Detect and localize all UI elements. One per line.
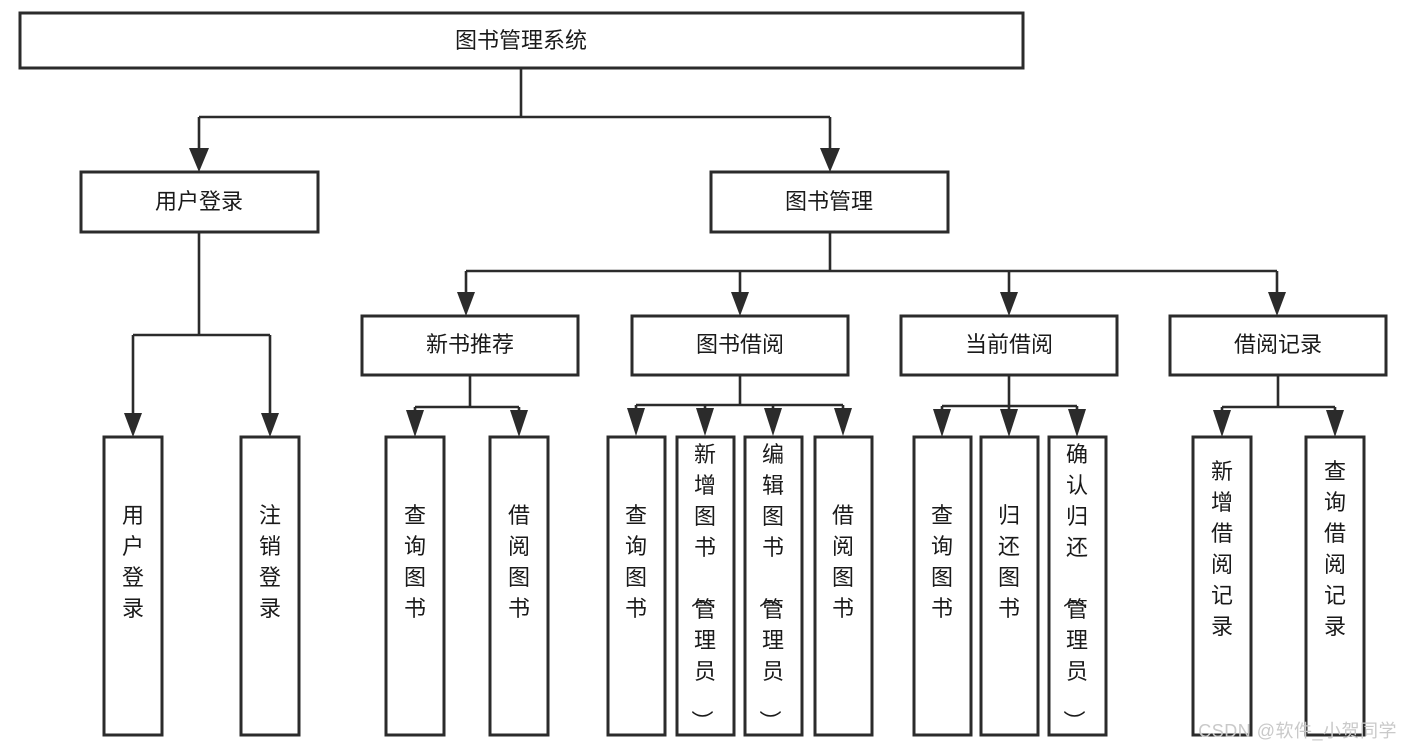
node-leaf-query-record[interactable]: 查询借阅记录 <box>1304 435 1366 737</box>
node-leaf-add-record[interactable]: 新增借阅记录 <box>1191 435 1253 737</box>
edge-group-new-book-recommend <box>406 375 528 437</box>
node-current-borrow-label: 当前借阅 <box>965 332 1053 357</box>
node-book-management[interactable]: 图书管理 <box>709 170 950 234</box>
arrow-head-leaf-add-book <box>696 408 714 436</box>
node-leaf-borrow-book-2-box[interactable] <box>813 435 874 737</box>
node-leaf-confirm-return[interactable]: 确认归还（管理员） <box>1047 435 1108 737</box>
arrow-head-new-book-recommend <box>457 292 475 316</box>
node-leaf-borrow-book-1-box[interactable] <box>488 435 550 737</box>
arrow-head-leaf-confirm-return <box>1068 409 1086 437</box>
arrow-head-leaf-borrow-book-1 <box>510 410 528 437</box>
arrow-head-leaf-query-book-2 <box>627 408 645 436</box>
node-borrow-record-label: 借阅记录 <box>1234 332 1322 357</box>
node-leaf-edit-book-label: 编辑图书（管理员） <box>757 442 784 732</box>
edge-group-current-borrow <box>933 375 1086 437</box>
arrow-head-current-borrow <box>1000 292 1018 316</box>
node-user-login[interactable]: 用户登录 <box>79 170 320 234</box>
node-leaf-query-book-1-box[interactable] <box>384 435 446 737</box>
node-leaf-query-book-3-box[interactable] <box>912 435 973 737</box>
node-leaf-add-record-box[interactable] <box>1191 435 1253 737</box>
node-new-book-recommend-box[interactable] <box>360 314 580 377</box>
node-leaf-edit-book[interactable]: 编辑图书（管理员） <box>743 435 804 737</box>
node-root-box[interactable] <box>18 11 1025 70</box>
node-borrow-record[interactable]: 借阅记录 <box>1168 314 1388 377</box>
node-root-label: 图书管理系统 <box>455 28 587 53</box>
edge-group-borrow-record <box>1213 375 1344 437</box>
node-leaf-query-book-2[interactable]: 查询图书 <box>606 435 667 737</box>
node-leaf-query-record-label: 查询借阅记录 <box>1324 459 1346 639</box>
node-leaf-user-login-label: 用户登录 <box>122 503 144 621</box>
edge-group-user-login <box>124 232 279 437</box>
node-root[interactable]: 图书管理系统 <box>18 11 1025 70</box>
node-leaf-user-logout-label: 注销登录 <box>259 503 281 621</box>
node-leaf-return-book-label: 归还图书 <box>998 503 1020 621</box>
node-leaf-user-logout[interactable]: 注销登录 <box>239 435 301 737</box>
node-leaf-user-login[interactable]: 用户登录 <box>102 435 164 737</box>
node-current-borrow[interactable]: 当前借阅 <box>899 314 1119 377</box>
node-book-borrow[interactable]: 图书借阅 <box>630 314 850 377</box>
node-current-borrow-box[interactable] <box>899 314 1119 377</box>
csdn-watermark: CSDN @软件_小贺同学 <box>1198 721 1397 741</box>
node-new-book-recommend[interactable]: 新书推荐 <box>360 314 580 377</box>
node-leaf-edit-book-box[interactable] <box>743 435 804 737</box>
node-leaf-query-book-2-label: 查询图书 <box>625 503 647 621</box>
edge-group-book-management <box>457 232 1286 316</box>
node-leaf-borrow-book-2[interactable]: 借阅图书 <box>813 435 874 737</box>
edge-group-book-borrow <box>627 375 852 436</box>
arrow-head-leaf-user-login <box>124 413 142 437</box>
node-leaf-query-book-1[interactable]: 查询图书 <box>384 435 446 737</box>
arrow-head-leaf-user-logout <box>261 413 279 437</box>
node-book-borrow-box[interactable] <box>630 314 850 377</box>
arrow-head-leaf-borrow-book-2 <box>834 408 852 436</box>
node-leaf-query-record-box[interactable] <box>1304 435 1366 737</box>
arrow-head-leaf-query-book-3 <box>933 409 951 437</box>
edge-group-root <box>189 68 840 172</box>
node-leaf-query-book-2-box[interactable] <box>606 435 667 737</box>
node-leaf-query-book-1-label: 查询图书 <box>404 503 426 621</box>
node-leaf-query-book-3-label: 查询图书 <box>931 503 953 621</box>
node-leaf-user-login-box[interactable] <box>102 435 164 737</box>
arrow-head-user-login <box>189 148 209 172</box>
node-leaf-query-book-3[interactable]: 查询图书 <box>912 435 973 737</box>
arrow-head-borrow-record <box>1268 292 1286 316</box>
node-leaf-add-record-label: 新增借阅记录 <box>1211 459 1233 639</box>
node-leaf-add-book[interactable]: 新增图书（管理员） <box>675 435 736 737</box>
node-book-management-box[interactable] <box>709 170 950 234</box>
node-user-login-box[interactable] <box>79 170 320 234</box>
node-book-borrow-label: 图书借阅 <box>696 332 784 357</box>
node-leaf-confirm-return-label: 确认归还（管理员） <box>1061 442 1088 732</box>
arrow-head-leaf-query-book-1 <box>406 410 424 437</box>
arrow-head-book-borrow <box>731 292 749 316</box>
node-book-management-label: 图书管理 <box>785 189 873 214</box>
node-borrow-record-box[interactable] <box>1168 314 1388 377</box>
node-leaf-borrow-book-2-label: 借阅图书 <box>832 503 854 621</box>
node-leaf-add-book-label: 新增图书（管理员） <box>689 442 716 732</box>
node-leaf-borrow-book-1[interactable]: 借阅图书 <box>488 435 550 737</box>
arrow-head-leaf-query-record <box>1326 410 1344 437</box>
node-leaf-confirm-return-box[interactable] <box>1047 435 1108 737</box>
arrow-head-book-management <box>820 148 840 172</box>
node-leaf-return-book[interactable]: 归还图书 <box>979 435 1040 737</box>
arrow-head-leaf-add-record <box>1213 410 1231 437</box>
node-leaf-return-book-box[interactable] <box>979 435 1040 737</box>
arrow-head-leaf-edit-book <box>764 408 782 436</box>
node-new-book-recommend-label: 新书推荐 <box>426 332 514 357</box>
node-leaf-user-logout-box[interactable] <box>239 435 301 737</box>
node-leaf-add-book-box[interactable] <box>675 435 736 737</box>
node-user-login-label: 用户登录 <box>155 189 243 214</box>
node-leaf-borrow-book-1-label: 借阅图书 <box>508 503 530 621</box>
arrow-head-leaf-return-book <box>1000 409 1018 437</box>
